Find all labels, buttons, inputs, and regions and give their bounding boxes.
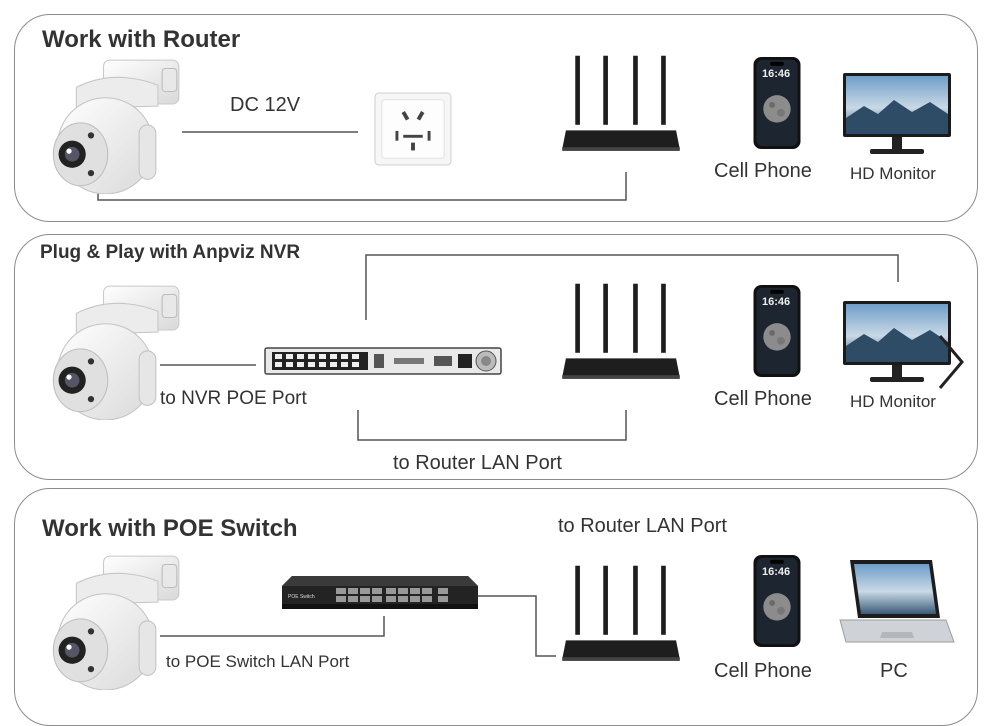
ptz-camera-icon — [40, 58, 188, 194]
panel-title: Plug & Play with Anpviz NVR — [40, 242, 301, 263]
switch-lan-cable — [160, 616, 385, 637]
phone-clock: 16:46 — [762, 566, 791, 578]
poe-switch-icon: POE Switch — [282, 576, 478, 609]
router-lan-label: to Router LAN Port — [558, 515, 727, 537]
power-label: DC 12V — [230, 94, 301, 116]
panel-work-with-poe-switch — [14, 488, 978, 726]
router-icon — [556, 52, 686, 164]
nvr-recorder-icon — [264, 347, 502, 375]
pc-label: PC — [880, 660, 908, 682]
hd-monitor-icon — [842, 72, 952, 158]
switch-port-label: to POE Switch LAN Port — [166, 652, 350, 671]
switch-brand: POE Switch — [288, 594, 315, 600]
hd-monitor-label: HD Monitor — [850, 164, 936, 183]
phone-clock: 16:46 — [762, 68, 791, 80]
router-lan-label: to Router LAN Port — [393, 452, 562, 474]
hd-monitor-label: HD Monitor — [850, 392, 936, 411]
hdmi-cable — [365, 254, 899, 320]
chevron-right-icon[interactable] — [934, 332, 968, 392]
phone-clock: 16:46 — [762, 296, 791, 308]
cell-phone-label: Cell Phone — [714, 388, 812, 410]
router-uplink-cable — [478, 595, 556, 657]
router-lan-cable — [357, 410, 627, 441]
panel-title: Work with Router — [42, 26, 241, 53]
cell-phone-label: Cell Phone — [714, 660, 812, 682]
panel-title: Work with POE Switch — [42, 515, 298, 542]
router-icon — [556, 280, 686, 392]
router-icon — [556, 562, 686, 674]
cell-phone-label: Cell Phone — [714, 160, 812, 182]
power-outlet-icon — [374, 92, 452, 166]
panel-work-with-router — [14, 14, 978, 222]
nvr-port-label: to NVR POE Port — [160, 388, 307, 409]
laptop-pc-icon — [836, 556, 956, 652]
